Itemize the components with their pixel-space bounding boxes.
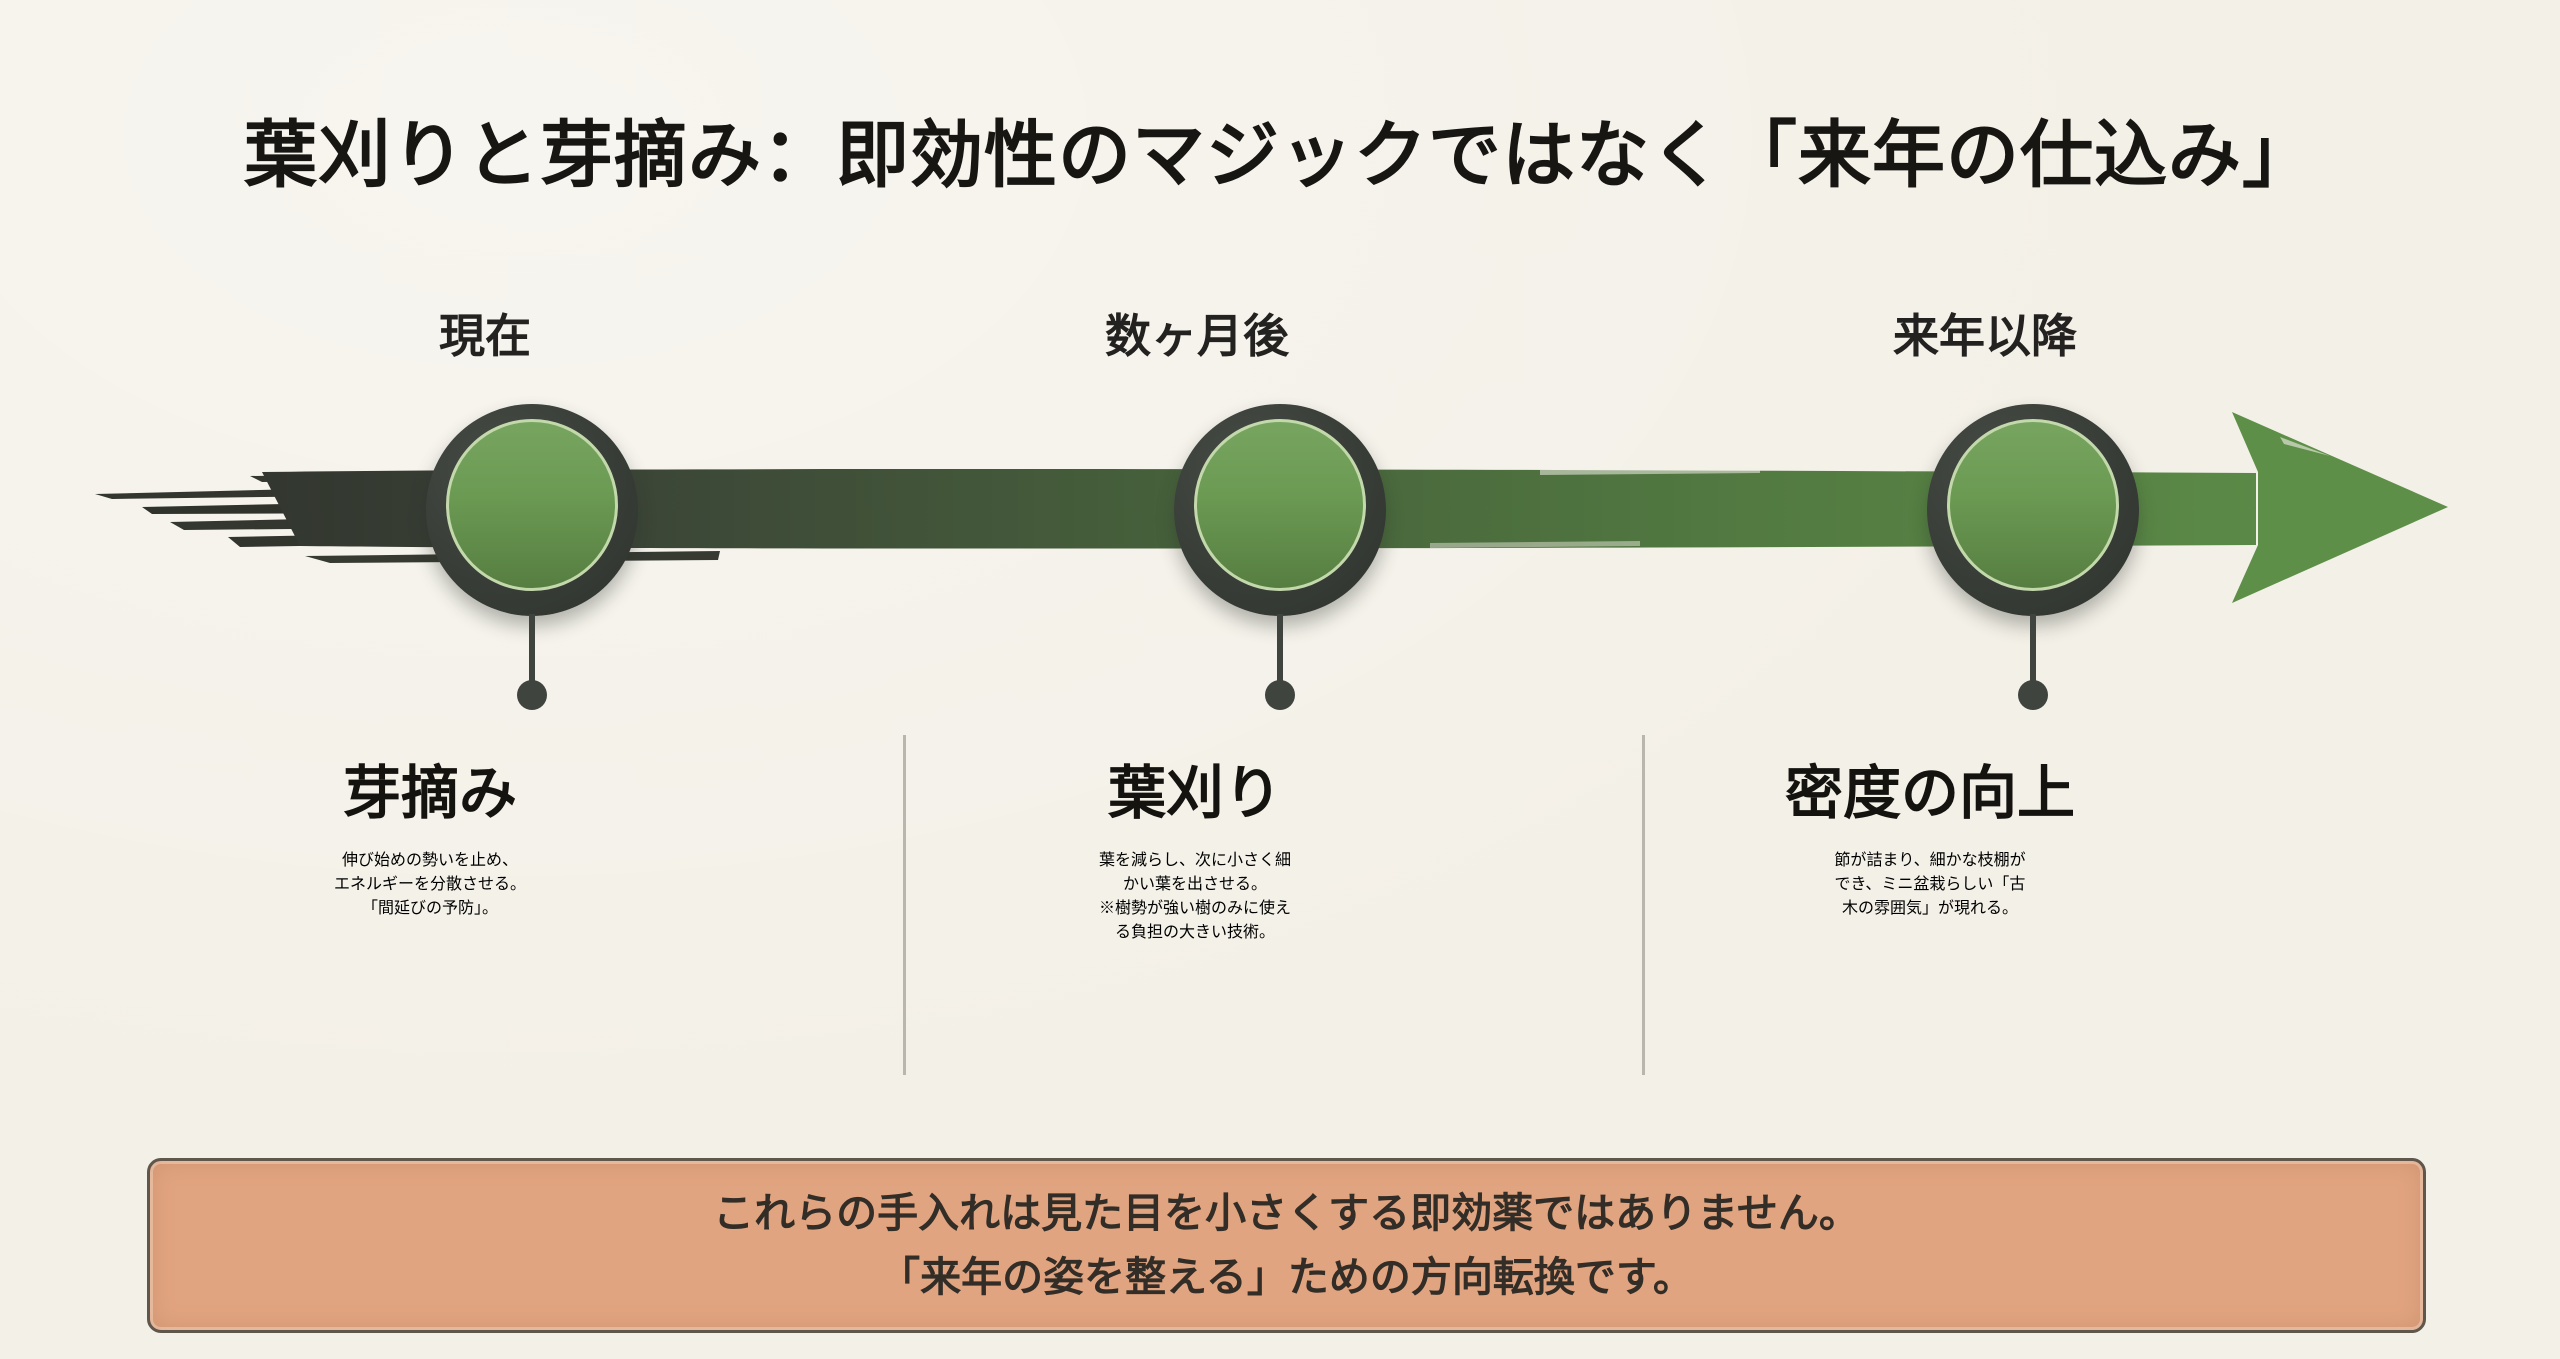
- callout-line: 「来年の姿を整える」ための方向転換です。: [879, 1253, 1694, 1300]
- timeline-node-dot-icon: [1194, 418, 1366, 591]
- page-title: 葉刈りと芽摘み：即効性のマジックではなく「来年の仕込み」: [244, 115, 2316, 196]
- timeline-node: [1174, 404, 1386, 616]
- column-divider: [903, 735, 906, 1075]
- stage-body-line: エネルギーを分散させる。: [333, 876, 526, 893]
- stage-body-line: 「間延びの予防」。: [361, 900, 498, 917]
- callout-box: これらの手入れは見た目を小さくする即効薬ではありません。 「来年の姿を整える」た…: [147, 1158, 2426, 1333]
- stage-body-line: 伸び始めの勢いを止め、: [341, 852, 518, 869]
- stage-description-hagari: 葉刈り 葉を減らし、次に小さく細 かい葉を出させる。 ※樹勢が強い樹のみに使え …: [845, 746, 1545, 958]
- timeline-stage-label-months-later: 数ヶ月後: [1105, 310, 1289, 362]
- timeline-node-dot-icon: [446, 418, 618, 591]
- stage-heading: 密度の向上: [1784, 761, 2075, 826]
- stage-description-metsumi: 芽摘み 伸び始めの勢いを止め、 エネルギーを分散させる。 「間延びの予防」。: [80, 746, 780, 934]
- stage-heading: 芽摘み: [342, 761, 517, 826]
- stage-heading: 葉刈り: [1107, 761, 1282, 826]
- timeline-stage-label-next-year: 来年以降: [1893, 310, 2077, 362]
- timeline-node: [1927, 404, 2139, 616]
- stage-body-line: る負担の大きい技術。: [1114, 924, 1275, 941]
- callout-line: これらの手入れは見た目を小さくする即効薬ではありません。: [713, 1190, 1860, 1237]
- timeline-node: [426, 404, 638, 616]
- stage-body-line: かい葉を出させる。: [1122, 876, 1267, 893]
- timeline-node-dot-icon: [1947, 418, 2119, 591]
- timeline-stage-label-now: 現在: [439, 310, 531, 362]
- node-connector: [2030, 614, 2036, 686]
- column-divider: [1642, 735, 1645, 1075]
- stage-body-line: 葉を減らし、次に小さく細: [1098, 852, 1291, 869]
- stage-description-density: 密度の向上 節が詰まり、細かな枝棚が でき、ミニ盆栽らしい「古 木の雰囲気」が現…: [1580, 746, 2280, 934]
- node-connector: [1277, 614, 1283, 686]
- stage-body-line: ※樹勢が強い樹のみに使え: [1098, 900, 1291, 917]
- stage-body-line: でき、ミニ盆栽らしい「古: [1834, 876, 2026, 893]
- stage-body-line: 節が詰まり、細かな枝棚が: [1834, 852, 2026, 869]
- node-connector: [529, 614, 535, 686]
- stage-body-line: 木の雰囲気」が現れる。: [1841, 900, 2018, 917]
